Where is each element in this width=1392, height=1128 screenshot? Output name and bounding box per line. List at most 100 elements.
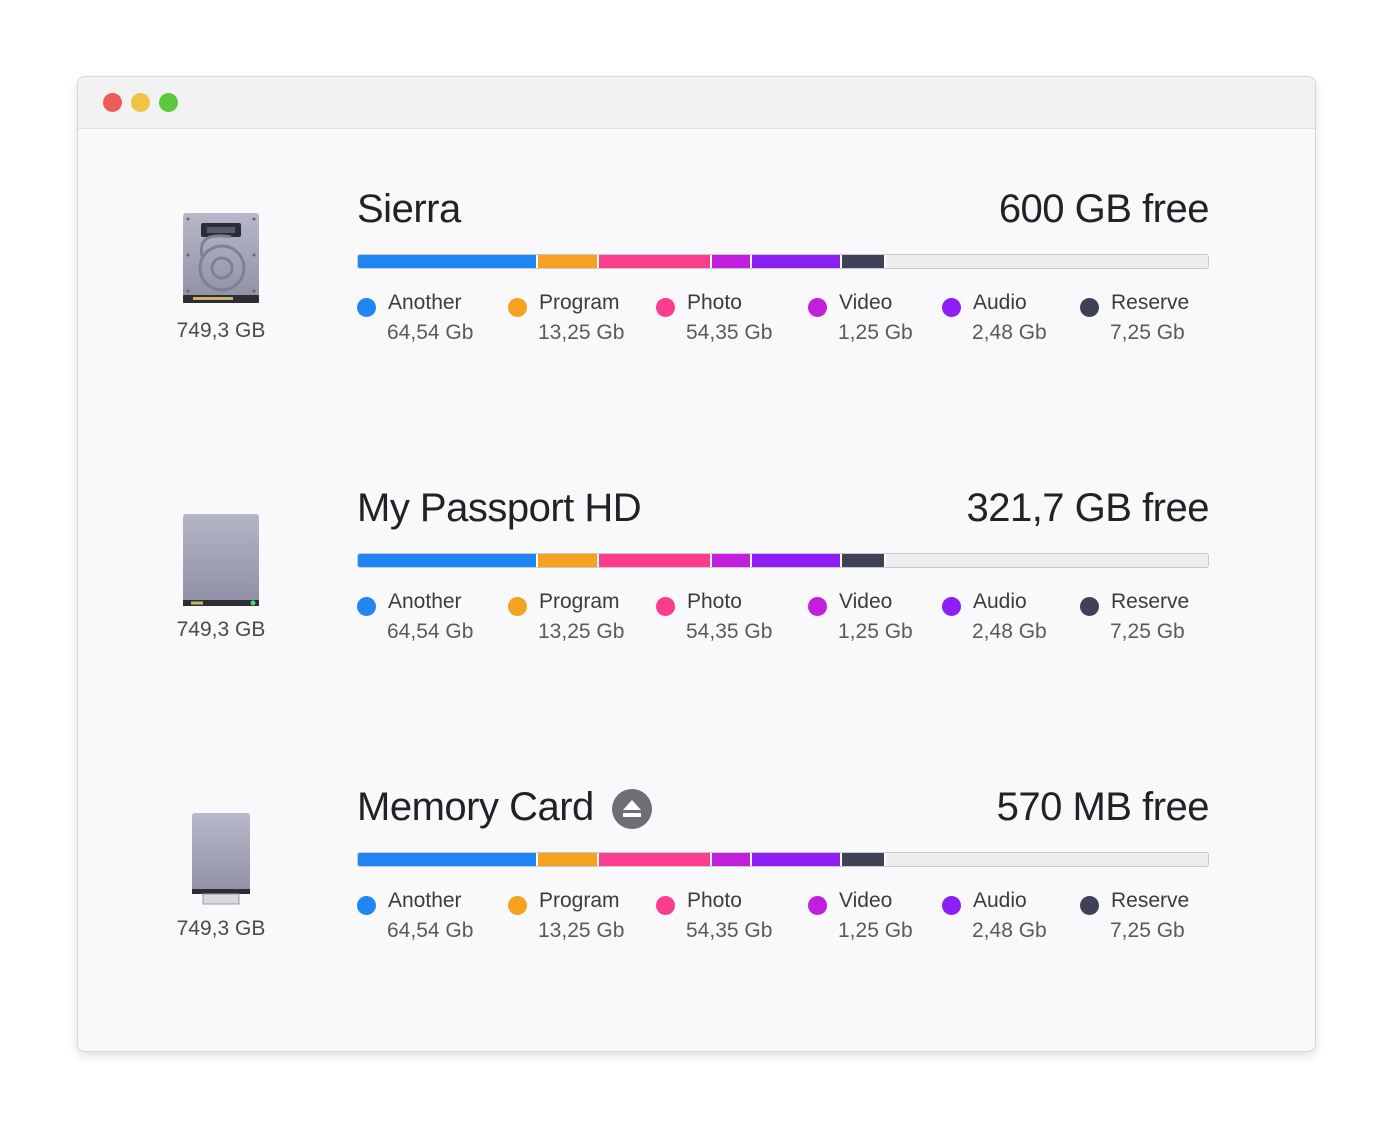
drive-row-my-passport-hd[interactable]: 749,3 GB My Passport HD 321,7 GB free An… (78, 486, 1315, 686)
drive-capacity: 749,3 GB (176, 319, 266, 342)
legend-label: Audio (973, 291, 1027, 314)
legend-value: 54,35 Gb (686, 620, 773, 643)
legend-label: Audio (973, 889, 1027, 912)
legend-item-video: Video 1,25 Gb (808, 590, 948, 650)
drive-free-space: 600 GB free (998, 187, 1210, 231)
legend-value: 2,48 Gb (972, 919, 1047, 942)
usage-segment-another (358, 554, 539, 567)
legend-label: Video (839, 291, 893, 314)
legend-dot (357, 896, 376, 915)
usage-segment-video (711, 554, 753, 567)
drive-name: Sierra (357, 187, 461, 231)
legend-value: 64,54 Gb (387, 919, 474, 942)
legend-value: 13,25 Gb (538, 919, 625, 942)
legend-item-audio: Audio 2,48 Gb (942, 889, 1082, 949)
external-hard-drive-icon (171, 510, 271, 620)
legend-label: Reserve (1111, 291, 1190, 314)
legend-dot (508, 298, 527, 317)
legend-value: 64,54 Gb (387, 321, 474, 344)
usage-segment-program (538, 853, 599, 866)
legend-item-another: Another 64,54 Gb (357, 291, 497, 351)
memory-card-icon (171, 809, 271, 919)
legend-dot (656, 896, 675, 915)
legend-value: 54,35 Gb (686, 919, 773, 942)
legend-value: 7,25 Gb (1110, 321, 1185, 344)
legend-item-another: Another 64,54 Gb (357, 590, 497, 650)
legend-label: Video (839, 590, 893, 613)
usage-segment-another (358, 255, 539, 268)
drive-name: Memory Card (357, 785, 594, 829)
usage-segment-program (538, 255, 599, 268)
usage-segment-reserve (841, 853, 886, 866)
legend-dot (357, 597, 376, 616)
legend-value: 7,25 Gb (1110, 620, 1185, 643)
legend-dot (1080, 896, 1099, 915)
legend-value: 54,35 Gb (686, 321, 773, 344)
legend-label: Reserve (1111, 889, 1190, 912)
maximize-window-button[interactable] (159, 93, 178, 112)
legend-dot (656, 298, 675, 317)
internal-hard-drive-icon (171, 211, 271, 321)
usage-segment-video (711, 853, 753, 866)
legend-value: 1,25 Gb (838, 620, 913, 643)
legend-dot (1080, 298, 1099, 317)
usage-segment-audio (752, 853, 842, 866)
legend-dot (508, 896, 527, 915)
legend-value: 13,25 Gb (538, 321, 625, 344)
legend-label: Another (388, 889, 462, 912)
drive-free-space: 321,7 GB free (966, 486, 1209, 530)
usage-segment-reserve (841, 255, 886, 268)
legend-value: 1,25 Gb (838, 919, 913, 942)
legend-dot (508, 597, 527, 616)
drive-capacity: 749,3 GB (176, 618, 266, 641)
eject-icon (623, 800, 641, 817)
usage-segment-photo (598, 255, 712, 268)
legend-label: Program (539, 291, 620, 314)
usage-legend: Another 64,54 Gb Program 13,25 Gb Photo 54,35… (78, 291, 1315, 351)
legend-label: Another (388, 590, 462, 613)
legend-value: 1,25 Gb (838, 321, 913, 344)
legend-item-program: Program 13,25 Gb (508, 291, 648, 351)
legend-dot (808, 597, 827, 616)
legend-item-video: Video 1,25 Gb (808, 291, 948, 351)
usage-segment-another (358, 853, 539, 866)
legend-dot (942, 896, 961, 915)
legend-item-video: Video 1,25 Gb (808, 889, 948, 949)
legend-label: Photo (687, 590, 742, 613)
legend-dot (1080, 597, 1099, 616)
legend-value: 2,48 Gb (972, 321, 1047, 344)
usage-bar (357, 852, 1209, 867)
legend-item-another: Another 64,54 Gb (357, 889, 497, 949)
legend-item-reserve: Reserve 7,25 Gb (1080, 291, 1220, 351)
drive-row-memory-card[interactable]: 749,3 GB Memory Card 570 MB free Another… (78, 785, 1315, 985)
legend-value: 7,25 Gb (1110, 919, 1185, 942)
legend-label: Photo (687, 291, 742, 314)
legend-item-reserve: Reserve 7,25 Gb (1080, 590, 1220, 650)
legend-label: Another (388, 291, 462, 314)
minimize-window-button[interactable] (131, 93, 150, 112)
legend-dot (942, 298, 961, 317)
drive-capacity: 749,3 GB (176, 917, 266, 940)
legend-value: 64,54 Gb (387, 620, 474, 643)
close-window-button[interactable] (103, 93, 122, 112)
drive-name: My Passport HD (357, 486, 642, 530)
legend-item-audio: Audio 2,48 Gb (942, 291, 1082, 351)
eject-button[interactable] (612, 789, 652, 829)
legend-item-reserve: Reserve 7,25 Gb (1080, 889, 1220, 949)
legend-label: Audio (973, 590, 1027, 613)
usage-segment-photo (598, 554, 712, 567)
drive-row-sierra[interactable]: 749,3 GB Sierra 600 GB free Another 64,54… (78, 187, 1315, 387)
legend-label: Reserve (1111, 590, 1190, 613)
usage-bar (357, 553, 1209, 568)
legend-label: Video (839, 889, 893, 912)
legend-label: Photo (687, 889, 742, 912)
usage-bar (357, 254, 1209, 269)
legend-dot (808, 896, 827, 915)
title-bar (78, 77, 1315, 129)
usage-segment-audio (752, 554, 842, 567)
